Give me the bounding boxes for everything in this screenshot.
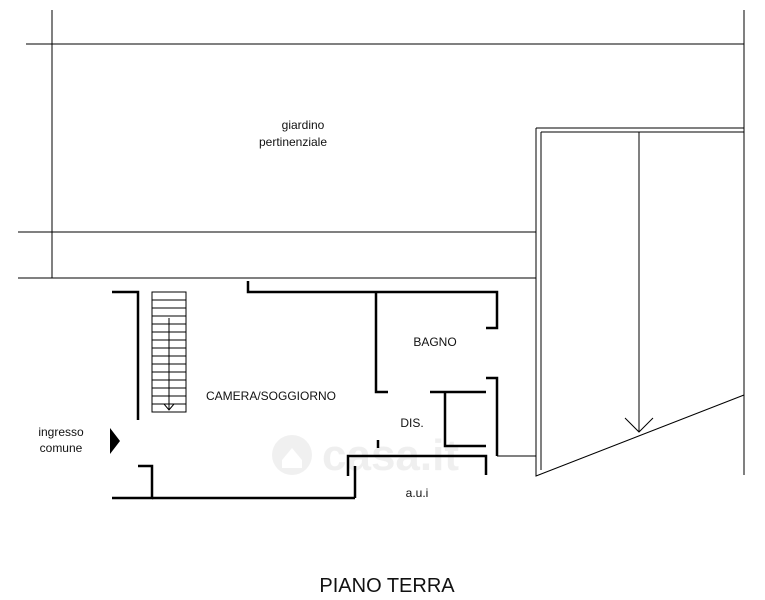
living-room-label: CAMERA/SOGGIORNO (206, 389, 336, 403)
entrance-label-line2: comune (40, 441, 83, 455)
floor-title: PIANO TERRA (319, 575, 455, 597)
entrance-label-line1: ingresso (38, 425, 84, 439)
bathroom-label: BAGNO (413, 335, 456, 349)
hallway-label: DIS. (400, 416, 423, 430)
garden-outline (18, 10, 745, 475)
other-unit-label: a.u.i (406, 486, 429, 500)
garden-label-line2: pertinenziale (259, 135, 327, 149)
staircase (151, 291, 187, 413)
building-walls (112, 281, 536, 500)
garden-label-line1: giardino (282, 118, 325, 132)
entrance-arrow-icon (110, 428, 120, 454)
annex-ramp (535, 127, 745, 477)
house-logo-icon (272, 435, 312, 475)
